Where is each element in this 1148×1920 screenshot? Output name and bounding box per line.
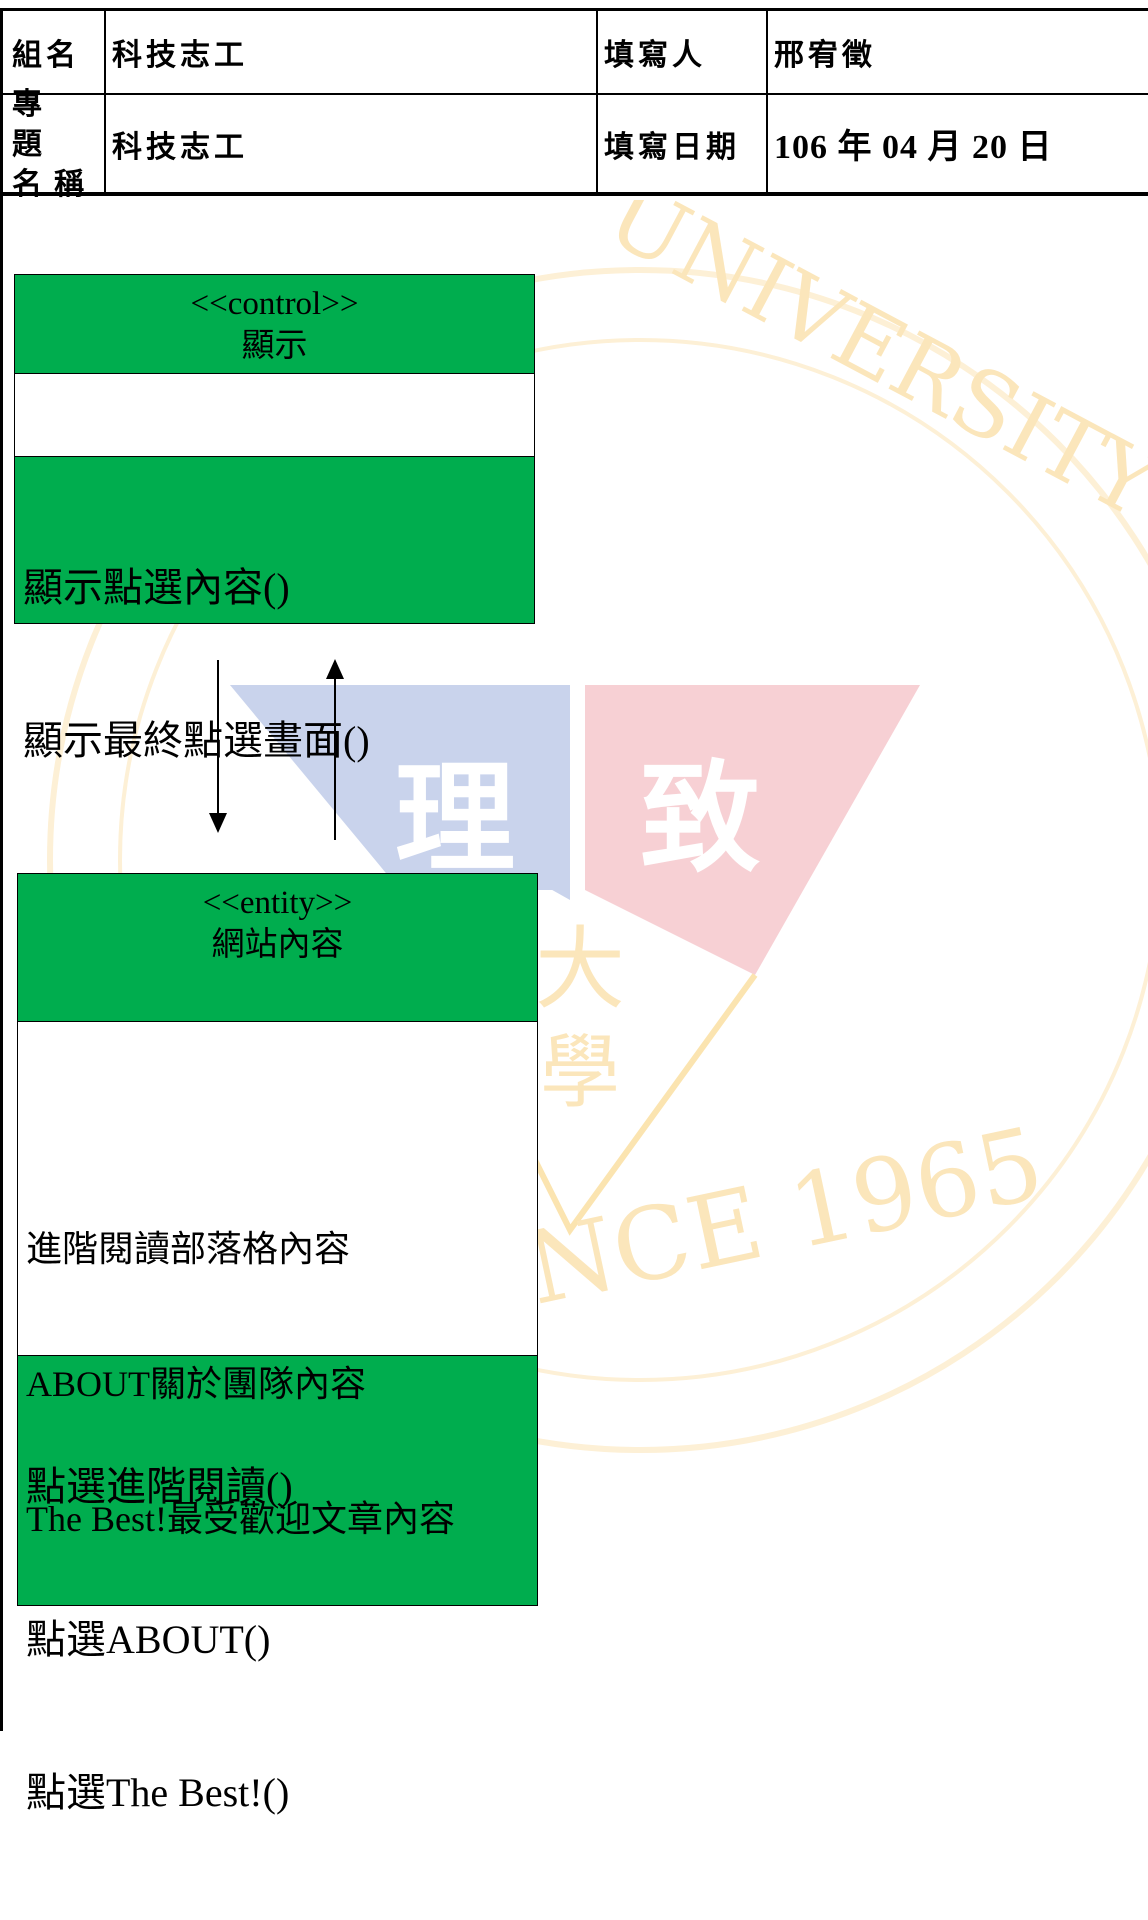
entity-attributes: 進階閱讀部落格內容 ABOUT關於團隊內容 The Best!最受歡迎文章內容 (26, 1137, 455, 1632)
header-mid-rule (0, 93, 1148, 95)
topic-label: 專 題 名稱 (12, 87, 104, 202)
date-label: 填寫日期 (604, 129, 740, 165)
entity-operation: 點選The Best!() (26, 1770, 290, 1815)
entity-attribute: ABOUT關於團隊內容 (26, 1364, 366, 1404)
down-arrowhead-icon (209, 813, 227, 833)
header-divider (104, 8, 106, 196)
topic-label-line2: 名稱 (12, 167, 96, 202)
up-arrowhead-icon (326, 659, 344, 679)
control-operations: 顯示點選內容() 顯示最終點選畫面() (23, 460, 370, 868)
entity-operations: 點選進階閱讀() 點選ABOUT() 點選The Best!() (26, 1359, 293, 1920)
control-operation: 顯示最終點選畫面() (23, 718, 370, 763)
entity-class-name: 網站內容 (211, 927, 344, 963)
date-value: 106 年 04 月 20 日 (774, 129, 1053, 166)
control-stereotype: <<control>> (190, 286, 359, 322)
header-table: 組名 科技志工 填寫人 邢宥徵 專 題 名稱 科技志工 填寫日期 106 年 0… (0, 8, 1148, 202)
entity-class-box: <<entity>> 網站內容 進階閱讀部落格內容 ABOUT關於團隊內容 Th… (17, 873, 538, 1815)
entity-operation: 點選進階閱讀() (26, 1464, 293, 1509)
header-divider (596, 8, 598, 196)
control-attributes-compartment (15, 373, 534, 457)
entity-attribute: 進階閱讀部落格內容 (26, 1229, 351, 1269)
control-operation: 顯示點選內容() (23, 565, 290, 610)
entity-attribute: The Best!最受歡迎文章內容 (26, 1499, 455, 1539)
entity-operation: 點選ABOUT() (26, 1617, 271, 1662)
topic-label-line1: 專 題 (12, 87, 54, 162)
control-class-box: <<control>> 顯示 顯示點選內容() 顯示最終點選畫面() (14, 274, 535, 763)
page-frame (0, 8, 1148, 1731)
entity-attributes-compartment: 進階閱讀部落格內容 ABOUT關於團隊內容 The Best!最受歡迎文章內容 (18, 1021, 537, 1539)
group-name-value: 科技志工 (112, 38, 248, 73)
header-top-rule (0, 8, 1148, 11)
control-class-name: 顯示 (241, 328, 308, 364)
header-bottom-rule (0, 192, 1148, 196)
author-value: 邢宥徵 (774, 38, 876, 73)
header-divider (766, 8, 768, 196)
author-label: 填寫人 (604, 38, 706, 73)
relationship-arrows (209, 659, 344, 840)
topic-value: 科技志工 (112, 129, 248, 165)
entity-stereotype: <<entity>> (202, 885, 353, 921)
group-name-label: 組名 (12, 38, 80, 73)
